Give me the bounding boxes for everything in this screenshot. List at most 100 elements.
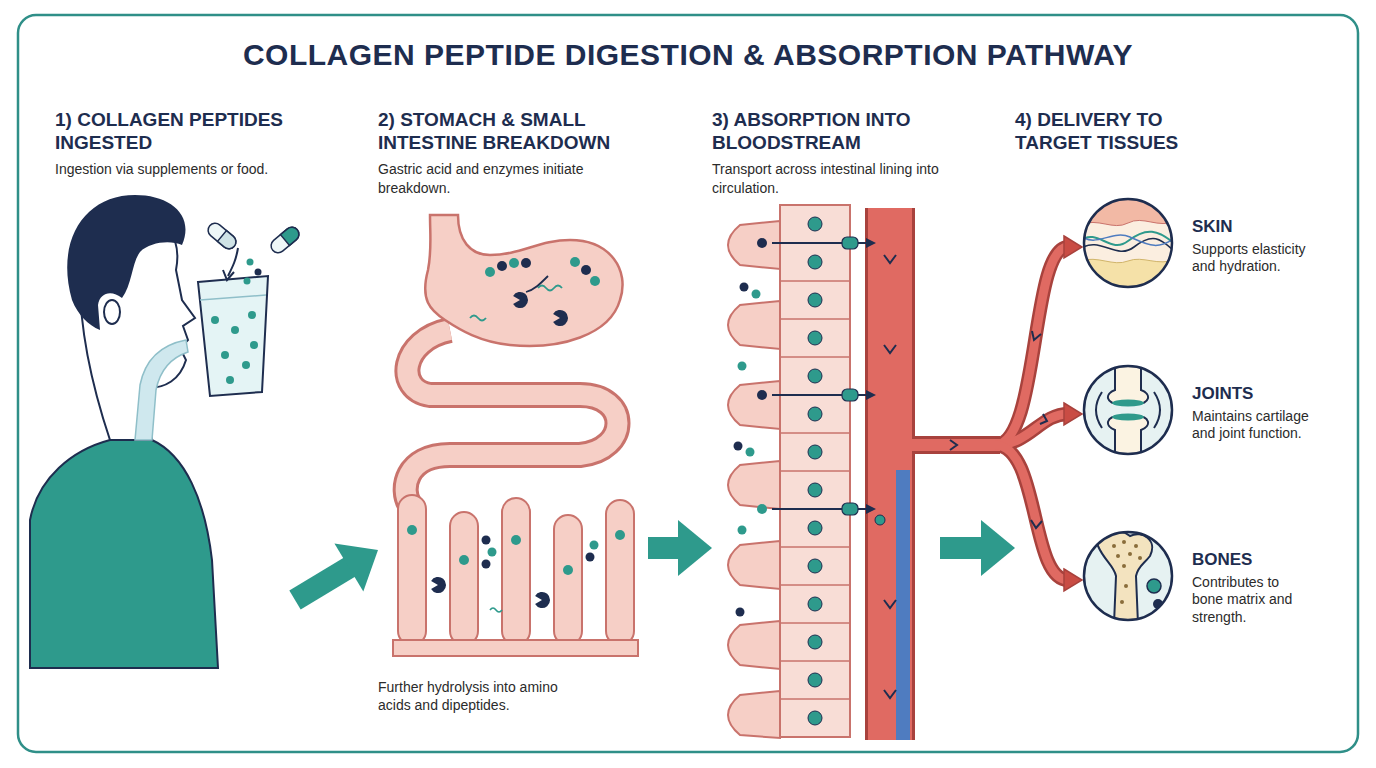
stage-heading: 1) COLLAGEN PEPTIDES INGESTED <box>55 108 295 154</box>
peptide-dot <box>757 504 767 514</box>
enzyme <box>535 592 550 608</box>
villus <box>554 515 582 645</box>
flow-arrow <box>940 520 1015 576</box>
peptide-dot <box>211 316 219 324</box>
capsule <box>205 220 239 251</box>
transport-arrows <box>757 237 876 515</box>
arrow-head <box>678 520 712 576</box>
peptide-dot <box>242 361 250 369</box>
stage-description: Further hydrolysis into amino acids and … <box>378 678 588 714</box>
peptide-dot <box>255 269 262 276</box>
peptide-dot <box>757 238 767 248</box>
small-arrow <box>526 276 548 292</box>
transporter <box>842 389 858 401</box>
amino-squiggle <box>470 316 486 321</box>
flow-chevron <box>1031 520 1042 528</box>
villus <box>728 691 780 738</box>
circle-outline <box>1084 532 1172 620</box>
stomach <box>425 215 622 346</box>
frame <box>18 15 1358 752</box>
capsule <box>205 220 239 251</box>
peptide-chain <box>586 553 595 562</box>
capsule <box>281 224 302 245</box>
vessel-branch <box>995 414 1068 445</box>
peptide-dot <box>247 259 254 266</box>
arrow-head <box>334 544 378 592</box>
enzyme <box>513 292 528 308</box>
tissue-node: BONESContributes to bone matrix and stre… <box>1080 528 1340 634</box>
peptide-dot <box>738 526 747 535</box>
villus <box>728 301 780 349</box>
flow-chevron <box>884 255 896 263</box>
stage-heading: SKIN <box>1192 217 1310 238</box>
capsule <box>268 224 302 255</box>
intestinal-wall <box>393 640 638 656</box>
villus <box>728 221 780 269</box>
dipeptide <box>734 442 743 451</box>
peptide-chain <box>521 258 531 268</box>
diagram-title: COLLAGEN PEPTIDE DIGESTION & ABSORPTION … <box>0 38 1376 72</box>
bloodstream-vessel <box>875 208 903 740</box>
peptide-dot <box>511 535 521 545</box>
transport-line <box>772 508 874 510</box>
villus <box>728 461 780 509</box>
dipeptide <box>752 290 761 299</box>
transport-head <box>866 238 876 248</box>
hair <box>67 195 185 330</box>
tissue-text: SKINSupports elasticity and hydration. <box>1192 195 1310 276</box>
tissue-circle <box>1080 362 1176 458</box>
tissue-picture <box>1080 528 1176 624</box>
tissue-circle <box>1080 195 1176 291</box>
arrow-shaft <box>648 537 680 559</box>
villus <box>728 541 780 589</box>
vessel-blood <box>868 208 912 740</box>
transport-line <box>772 394 874 396</box>
tissue-picture <box>1080 195 1176 291</box>
peptide-dot <box>736 608 745 617</box>
peptide-chain <box>590 541 599 550</box>
arrow-shaft <box>295 567 351 600</box>
circle-outline <box>1084 199 1172 287</box>
intestine-tube <box>406 330 618 505</box>
villus <box>606 500 634 645</box>
flow-arrow <box>295 544 378 600</box>
peptide-chain <box>581 265 591 275</box>
transport-line <box>772 242 874 244</box>
throat <box>135 340 188 440</box>
stage-panel: 1) COLLAGEN PEPTIDES INGESTEDIngestion v… <box>55 100 295 745</box>
stage-heading: BONES <box>1192 550 1310 571</box>
dipeptide <box>740 283 749 292</box>
stage-panel: 2) STOMACH & SMALL INTESTINE BREAKDOWNGa… <box>378 100 648 745</box>
peptide-dot <box>250 341 258 349</box>
stage-description: Gastric acid and enzymes initiate breakd… <box>378 160 593 196</box>
peptide-chain <box>497 261 507 271</box>
capsules <box>205 220 302 284</box>
flow-chevron <box>1040 414 1047 424</box>
villus <box>502 498 530 645</box>
peptide-dot <box>407 525 417 535</box>
digestive-tract <box>406 215 623 505</box>
transport-head <box>866 504 876 514</box>
tissue-text: JOINTSMaintains cartilage and joint func… <box>1192 362 1310 443</box>
vessel-arrowhead <box>1064 569 1082 591</box>
peptide-chain <box>482 536 491 545</box>
water-line <box>200 295 266 300</box>
peptide-dot <box>615 530 625 540</box>
intestine-tube <box>406 330 618 505</box>
capsule <box>268 224 302 255</box>
flow-chevron <box>884 600 896 608</box>
peptide-chain <box>590 276 600 286</box>
peptide-dot <box>563 565 573 575</box>
peptide-dot <box>226 376 234 384</box>
absorption-wall <box>728 205 850 738</box>
villus <box>398 495 426 645</box>
epithelial-cells <box>780 205 850 737</box>
tissue-node: SKINSupports elasticity and hydration. <box>1080 195 1340 295</box>
person-drinking <box>30 195 218 668</box>
peptide-dot <box>244 278 251 285</box>
flow-chevron <box>884 345 896 353</box>
transporter <box>842 503 858 515</box>
ear <box>104 300 120 324</box>
amino-squiggle <box>490 608 502 612</box>
vessel-wall <box>865 208 915 740</box>
